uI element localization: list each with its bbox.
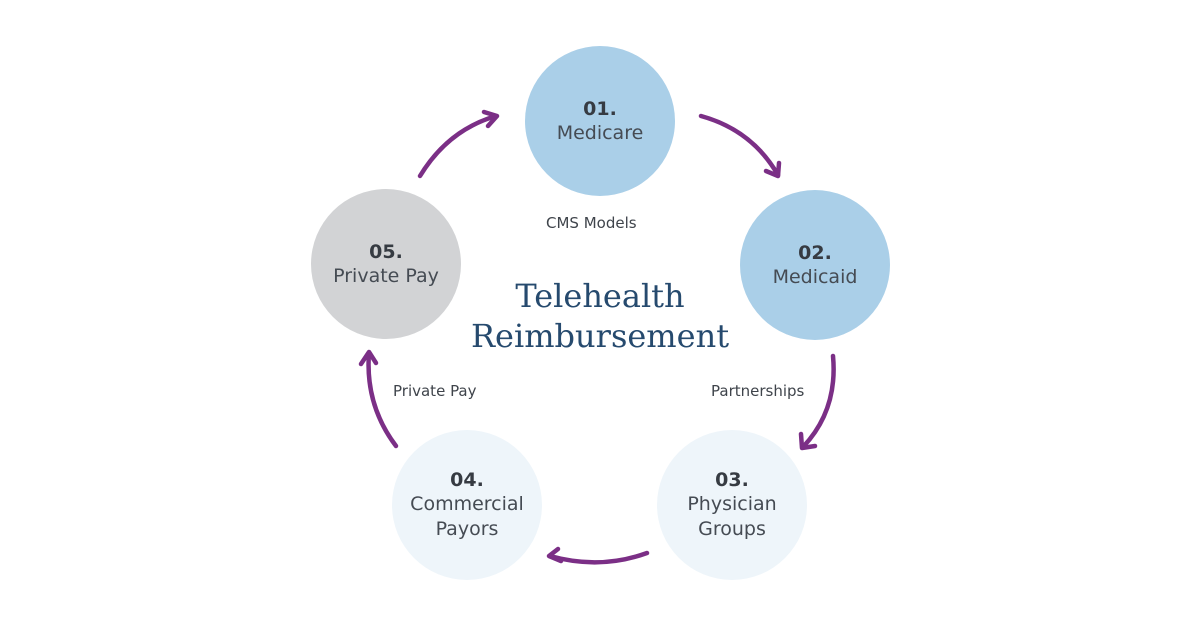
arrow-01-to-02 bbox=[698, 113, 781, 178]
node-label-2: Payors bbox=[435, 518, 499, 540]
node-number: 01. bbox=[583, 97, 617, 120]
node-label: Medicare bbox=[556, 121, 644, 144]
arrowhead-02 bbox=[763, 160, 782, 179]
node-number: 02. bbox=[798, 241, 832, 264]
edge-label-private-pay: Private Pay bbox=[393, 382, 477, 400]
arrow-05-to-01 bbox=[417, 113, 499, 179]
node-number: 03. bbox=[715, 469, 749, 491]
arrowhead-03 bbox=[798, 431, 818, 451]
node-number: 05. bbox=[369, 240, 403, 263]
arrow-03-to-04 bbox=[547, 550, 650, 565]
node-number: 04. bbox=[450, 469, 484, 491]
node-commercial-payors: 04. Commercial Payors bbox=[392, 430, 542, 580]
node-physician-groups: 03. Physician Groups bbox=[657, 430, 807, 580]
arrowhead-01 bbox=[481, 109, 500, 129]
node-label: Medicaid bbox=[772, 265, 858, 288]
diagram-title: Telehealth Reimbursement bbox=[400, 276, 800, 356]
title-line-1: Telehealth bbox=[515, 277, 685, 315]
edge-label-partnerships: Partnerships bbox=[711, 382, 805, 400]
node-label: Commercial bbox=[410, 493, 524, 515]
node-medicaid: 02. Medicaid bbox=[740, 190, 890, 340]
title-line-2: Reimbursement bbox=[470, 317, 730, 355]
arrowhead-04 bbox=[546, 546, 564, 564]
node-label-2: Groups bbox=[698, 518, 766, 540]
node-medicare: 01. Medicare bbox=[525, 46, 675, 196]
edge-label-cms-models: CMS Models bbox=[546, 214, 637, 232]
node-label: Physician bbox=[687, 493, 777, 515]
node-label: Private Pay bbox=[333, 264, 439, 287]
node-private-pay: 05. Private Pay bbox=[311, 189, 461, 339]
arrow-04-to-05 bbox=[366, 350, 399, 449]
arrow-02-to-03 bbox=[800, 353, 836, 450]
arrowhead-05 bbox=[358, 349, 379, 367]
